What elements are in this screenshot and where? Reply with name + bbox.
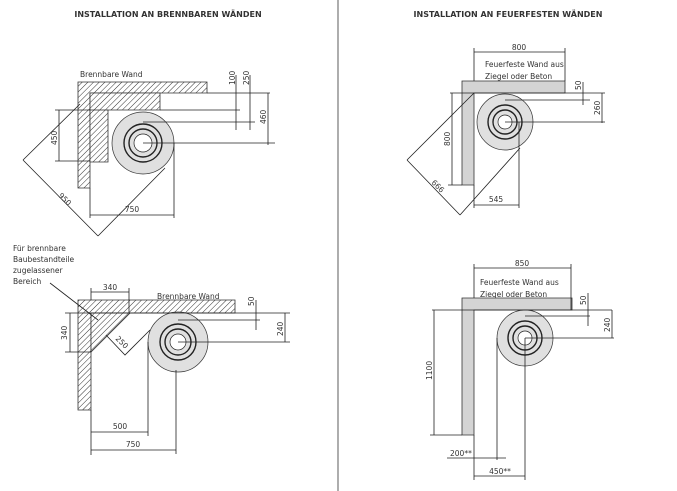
note-line: Baubestandteile [13,255,75,264]
title-combustible: INSTALLATION AN BRENNBAREN WÄNDEN [74,9,261,19]
dim-460: 460 [259,109,268,124]
dim-250: 250 [242,70,251,85]
dim-850: 850 [515,259,530,268]
title-fireproof: INSTALLATION AN FEUERFESTEN WÄNDEN [414,9,603,19]
dim-340-left: 340 [60,325,69,340]
dim-260: 260 [593,100,602,115]
note-line: zugelassener [13,266,64,275]
wall-label: Ziegel oder Beton [485,72,552,81]
wall-label: Feuerfeste Wand aus [480,278,559,287]
dim-340-top: 340 [103,283,118,292]
note-line: Für brennbare [13,244,66,253]
dim-240: 240 [276,321,285,336]
dim-545: 545 [489,195,504,204]
dim-800-left: 800 [443,131,452,146]
panel-fireproof-wall: Feuerfeste Wand aus Ziegel oder Beton 85… [425,259,614,480]
dim-500: 500 [113,422,128,431]
panel-combustible-wall: Für brennbare Baubestandteile zugelassen… [13,244,290,455]
dim-666: 666 [430,178,447,195]
wall-label: Brennbare Wand [80,70,143,79]
dim-750: 750 [126,440,141,449]
dim-200: 200** [450,449,472,458]
dim-240: 240 [603,317,612,332]
panel-combustible-corner: Brennbare Wand 100 250 460 450 950 750 [22,70,275,237]
wall-label: Brennbare Wand [157,292,220,301]
dim-50: 50 [247,296,256,306]
dim-800-top: 800 [512,43,527,52]
dim-50: 50 [574,80,583,90]
panel-fireproof-corner: Feuerfeste Wand aus Ziegel oder Beton 80… [406,43,605,216]
dim-100: 100 [228,70,237,85]
dim-1100: 1100 [425,361,434,380]
dim-450: 450 [50,130,59,145]
dim-950: 950 [57,191,74,208]
dim-250: 250 [114,334,131,351]
wall-label: Feuerfeste Wand aus [485,60,564,69]
note-line: Bereich [13,277,41,286]
dim-450: 450** [489,467,511,476]
dim-50: 50 [579,295,588,305]
dim-750: 750 [125,205,140,214]
wall-label: Ziegel oder Beton [480,290,547,299]
